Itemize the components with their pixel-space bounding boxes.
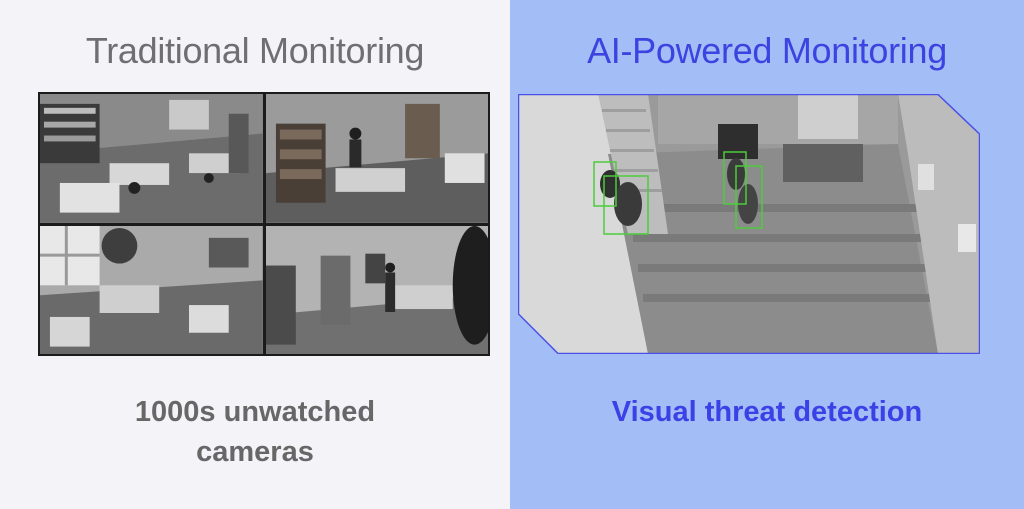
camera-feed-4	[265, 225, 488, 354]
camera-feed-2	[265, 94, 488, 223]
camera-grid	[38, 92, 490, 356]
ai-monitoring-caption: Visual threat detection	[611, 396, 923, 428]
traditional-monitoring-title: Traditional Monitoring	[85, 30, 425, 71]
hallway-camera-feed-icon	[518, 94, 980, 354]
ai-camera-feed	[518, 94, 980, 354]
camera-feed-3	[40, 225, 263, 354]
caption-line-2: cameras	[196, 436, 314, 468]
camera-feed-1	[40, 94, 263, 223]
traditional-monitoring-caption: 1000s unwatched cameras	[0, 392, 510, 472]
traditional-monitoring-panel: Traditional Monitoring	[0, 0, 510, 509]
caption-line-1: 1000s unwatched	[134, 396, 376, 428]
ai-monitoring-title: AI-Powered Monitoring	[587, 30, 947, 71]
